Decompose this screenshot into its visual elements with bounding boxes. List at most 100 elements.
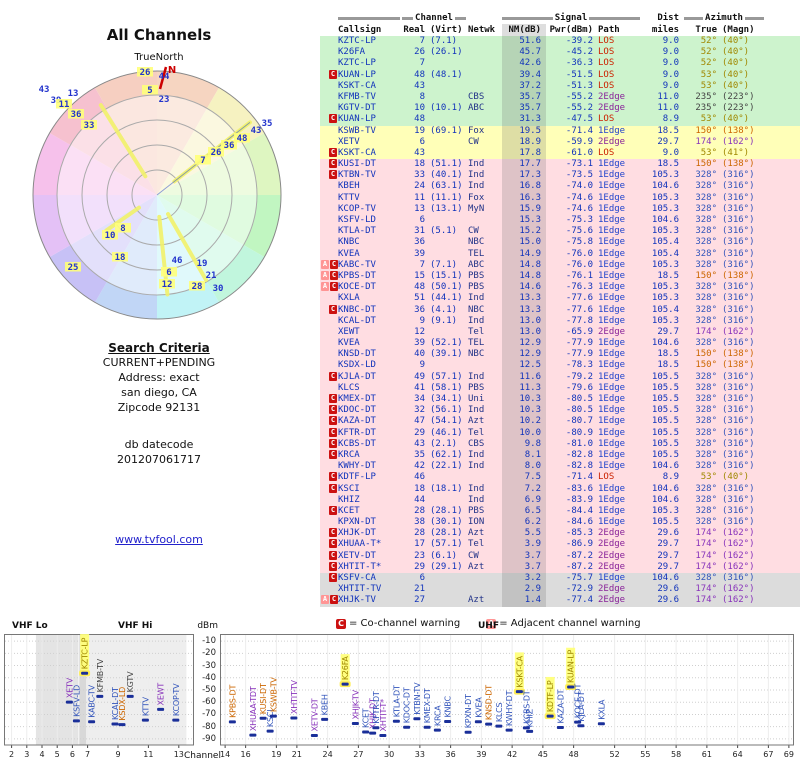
distance: 8.9 bbox=[662, 114, 679, 125]
noise-margin: 3.9 bbox=[502, 539, 546, 551]
azimuth-magnetic: (316°) bbox=[722, 282, 755, 293]
real-channel: 49 bbox=[414, 371, 425, 382]
callsign-link[interactable]: KZTC-LP bbox=[338, 36, 376, 46]
network: Ind bbox=[468, 159, 485, 170]
callsign-link[interactable]: KTBN-TV bbox=[338, 170, 376, 181]
signal-bar bbox=[522, 726, 530, 730]
channel-highlight bbox=[56, 99, 72, 109]
azimuth-true: 328° bbox=[695, 483, 717, 494]
azimuth-magnetic: (316°) bbox=[722, 405, 755, 416]
callsign-link[interactable]: KRCA bbox=[338, 449, 360, 460]
callsign-link[interactable]: KDOC-DT bbox=[338, 405, 376, 416]
callsign-link[interactable]: KVEA bbox=[338, 248, 360, 259]
callsign-link[interactable]: KNBC-DT bbox=[338, 304, 376, 315]
callsign-link[interactable]: KSKT-CA bbox=[338, 147, 376, 158]
path: 1Edge bbox=[598, 159, 626, 170]
callsign-link[interactable]: KJLA-DT bbox=[338, 371, 376, 382]
azimuth-magnetic: (162°) bbox=[722, 584, 755, 595]
callsign-link[interactable]: KOCE-DT bbox=[338, 282, 376, 293]
callsign-link[interactable]: KNBC bbox=[338, 237, 360, 248]
noise-margin: 15.9 bbox=[502, 203, 546, 216]
callsign-link[interactable]: KPXN-DT bbox=[338, 517, 376, 528]
azimuth-true: 328° bbox=[695, 427, 717, 438]
callsign-link[interactable]: KVEA bbox=[338, 338, 360, 349]
station-label: KSDX-LD bbox=[118, 687, 127, 721]
power: -73.5 bbox=[565, 170, 593, 181]
callsign-link[interactable]: KZTC-LP bbox=[338, 58, 376, 69]
adjacent-channel-warning-badge: A bbox=[321, 595, 329, 605]
callsign-link[interactable]: KSWB-TV bbox=[338, 125, 376, 136]
virtual-channel: (9.1) bbox=[430, 315, 458, 326]
callsign-link[interactable]: KSFV-CA bbox=[338, 573, 376, 583]
co-channel-legend-text: = Co-channel warning bbox=[349, 618, 461, 629]
power: -51.5 bbox=[565, 69, 593, 80]
callsign-link[interactable]: KXLA bbox=[338, 293, 360, 304]
real-channel: 43 bbox=[414, 80, 425, 91]
callsign-link[interactable]: XHJK-DT bbox=[338, 528, 376, 539]
callsign-link[interactable]: XETV bbox=[338, 136, 360, 147]
callsign-link[interactable]: KFMB-TV bbox=[338, 91, 376, 102]
radar-inner-sector bbox=[57, 145, 157, 195]
callsign-link[interactable]: KCAL-DT bbox=[338, 315, 376, 326]
signal-bar bbox=[126, 694, 134, 698]
callsign-link[interactable]: KCOP-TV bbox=[338, 203, 376, 214]
callsign-link[interactable]: KGTV-DT bbox=[338, 103, 376, 114]
warning-flags: C bbox=[320, 539, 338, 550]
azimuth-magnetic: (40°) bbox=[722, 80, 750, 91]
callsign-link[interactable]: XEWT bbox=[338, 326, 360, 337]
callsign-link[interactable]: XETV-DT bbox=[338, 550, 376, 561]
callsign-link[interactable]: KABC-TV bbox=[338, 259, 376, 270]
path: 1Edge bbox=[598, 461, 626, 472]
signal-bar bbox=[413, 717, 421, 721]
callsign-link[interactable]: KTLA-DT bbox=[338, 226, 376, 237]
callsign-link[interactable]: KTTV bbox=[338, 192, 360, 203]
power: -75.7 bbox=[565, 573, 593, 583]
callsign-link[interactable]: KFTR-DT bbox=[338, 427, 376, 438]
virtual-channel: (57.1) bbox=[430, 539, 463, 550]
callsign-link[interactable]: KSFV-LD bbox=[338, 215, 376, 225]
network: Tel bbox=[468, 326, 485, 337]
callsign-link[interactable]: KSCI bbox=[338, 483, 360, 494]
network: Azt bbox=[468, 416, 485, 427]
noise-margin: 11.3 bbox=[502, 382, 546, 395]
network: Ind bbox=[468, 405, 485, 416]
callsign-link[interactable]: XHTIT-T* bbox=[338, 561, 382, 572]
callsign-link[interactable]: K26FA bbox=[338, 47, 366, 58]
callsign-link[interactable]: KLCS bbox=[338, 382, 360, 393]
callsign-link[interactable]: KUAN-LP bbox=[338, 69, 376, 80]
noise-margin: 10.0 bbox=[502, 427, 546, 439]
callsign-link[interactable]: XHUAA-T* bbox=[338, 539, 382, 550]
vhf-lo-label: VHF Lo bbox=[12, 621, 48, 631]
callsign-link[interactable]: XHTIT-TV bbox=[338, 584, 382, 595]
callsign-link[interactable]: KUAN-LP bbox=[338, 114, 376, 125]
noise-margin: 18.9 bbox=[502, 136, 546, 148]
callsign-link[interactable]: KPBS-DT bbox=[338, 270, 376, 281]
callsign-link[interactable]: KSDX-LD bbox=[338, 360, 376, 371]
callsign-link[interactable]: KWHY-DT bbox=[338, 461, 376, 472]
signal-bar bbox=[172, 718, 180, 722]
callsign-link[interactable]: KBEH bbox=[338, 181, 360, 192]
azimuth-magnetic: (316°) bbox=[722, 226, 755, 237]
power: -80.5 bbox=[565, 405, 593, 416]
callsign-link[interactable]: KCET bbox=[338, 505, 360, 516]
virtual-channel: (30.1) bbox=[430, 517, 463, 528]
callsign-link[interactable]: KUSI-DT bbox=[338, 159, 376, 170]
distance: 8.9 bbox=[662, 472, 679, 483]
callsign-link[interactable]: KCBS-DT bbox=[338, 438, 376, 449]
tvfool-link[interactable]: www.tvfool.com bbox=[115, 533, 203, 546]
callsign-link[interactable]: KHIZ bbox=[338, 494, 360, 505]
callsign-link[interactable]: KAZA-DT bbox=[338, 416, 376, 427]
callsign-link[interactable]: XHJK-TV bbox=[338, 595, 376, 606]
callsign-link[interactable]: KMEX-DT bbox=[338, 394, 376, 404]
path: 1Edge bbox=[598, 349, 626, 360]
radar-inner-sector bbox=[157, 195, 257, 245]
callsign-link[interactable]: KNSD-DT bbox=[338, 349, 376, 360]
noise-margin: 11.6 bbox=[502, 371, 546, 383]
callsign-link[interactable]: KDTF-LP bbox=[338, 472, 376, 483]
callsign-link[interactable]: KSKT-CA bbox=[338, 80, 376, 91]
